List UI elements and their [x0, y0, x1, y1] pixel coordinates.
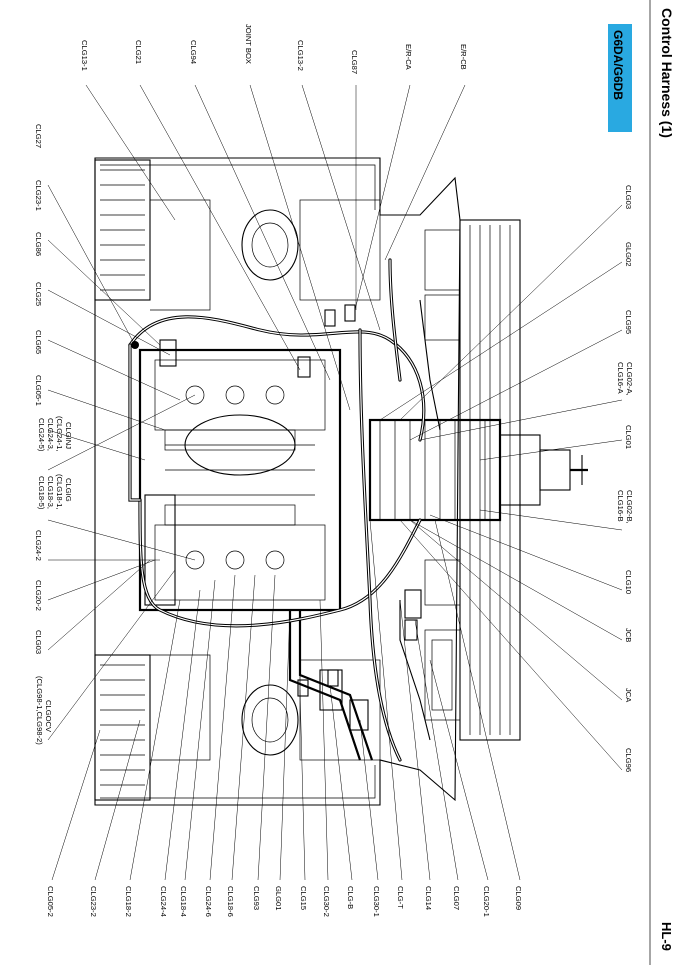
label-clg24-4: CLG24-4 — [159, 886, 168, 917]
label-clg25: CLG25 — [34, 282, 43, 306]
label-clgig: CLGIG — [64, 478, 73, 502]
label-clg02-a: CLG02-A, — [625, 362, 634, 396]
label-clg-t: CLG-T — [396, 886, 405, 909]
label-glg02: GLG02 — [624, 242, 633, 266]
label-clg18-1: (CLG18-1, — [55, 474, 64, 509]
label-clg09: CLG09 — [514, 886, 523, 910]
label-clg16-b: CLG16-B — [616, 490, 625, 522]
label-clg15: CLG15 — [299, 886, 308, 910]
label-clginj: CLGINJ — [64, 422, 73, 449]
label-clg-b: CLG-B — [346, 886, 355, 909]
label-clg05-2: CLG05-2 — [46, 886, 55, 917]
leader-lines — [47, 84, 623, 881]
label-clg21: CLG21 — [134, 40, 143, 64]
label-clg18-3: CLG18-3, — [46, 476, 55, 509]
label-clg24-1: (CLG24-1, — [55, 416, 64, 451]
label-clg18-6: CLG18-6 — [226, 886, 235, 917]
label-clg86: CLG86 — [34, 232, 43, 256]
label-jcb: JCB — [624, 628, 633, 642]
label-clg03-right: CLG03 — [624, 185, 633, 209]
top-labels: CLG13-1 CLG21 CLG94 JOINT BOX CLG13-2 CL… — [80, 24, 468, 74]
label-clg98: (CLG98-1,CLG98-2) — [35, 676, 44, 745]
label-clg13-2: CLG13-2 — [296, 40, 305, 71]
bottom-labels: CLG05-2 CLG23-2 CLG18-2 CLG24-4 CLG18-4 … — [46, 886, 523, 917]
label-clg24-5: CLG24-5) — [37, 418, 46, 452]
label-clg24-2: CLG24-2 — [34, 530, 43, 561]
label-clg23-2: CLG23-2 — [89, 886, 98, 917]
label-clg02-b: CLG02-B, — [625, 490, 634, 524]
label-clg27: CLG27 — [34, 124, 43, 148]
intake-pipe-icon — [288, 610, 374, 761]
label-joint-box: JOINT BOX — [244, 24, 253, 64]
label-clg87: CLG87 — [350, 50, 359, 74]
label-clg01: CLG01 — [624, 425, 633, 449]
label-jca: JCA — [624, 688, 633, 703]
label-clg65: CLG65 — [34, 330, 43, 354]
label-er-ca: E/R-CA — [404, 44, 413, 71]
connector-icons — [131, 304, 422, 697]
label-clg20-2: CLG20-2 — [34, 580, 43, 611]
label-clg05-1: CLG05-1 — [34, 375, 43, 406]
engine-block-icon — [138, 348, 342, 612]
label-clg30-1: CLG30-1 — [372, 886, 381, 917]
label-clg95: CLG95 — [624, 310, 633, 334]
page-number: HL-9 — [659, 922, 674, 951]
label-glg01: GLG01 — [274, 886, 283, 910]
label-clg23-1: CLG23-1 — [34, 180, 43, 211]
label-clg30-2: CLG30-2 — [322, 886, 331, 917]
right-labels: CLG03 GLG02 CLG95 CLG02-A, CLG16-A CLG01… — [616, 185, 634, 772]
label-clg18-2: CLG18-2 — [124, 886, 133, 917]
label-clg18-4: CLG18-4 — [179, 886, 188, 917]
label-clg18-5: CLG18-5) — [37, 476, 46, 510]
radiator-icon — [424, 219, 521, 741]
label-clgocv: CLGOCV — [44, 700, 53, 733]
label-clg16-a: CLG16-A — [616, 362, 625, 395]
label-clg13-1: CLG13-1 — [80, 40, 89, 71]
transaxle-icon — [368, 418, 588, 522]
label-clg24-3: CLG24-3, — [46, 418, 55, 451]
label-clg14: CLG14 — [424, 886, 433, 910]
engine-badge-text: G6DA/G6DB — [611, 30, 625, 100]
firewall-icon — [94, 159, 211, 801]
left-labels: CLG27 CLG23-1 CLG86 CLG25 CLG65 CLG05-1 … — [34, 124, 73, 745]
label-clg03-left: CLG03 — [34, 630, 43, 654]
wiring-harness — [128, 258, 441, 762]
label-er-cb: E/R-CB — [459, 44, 468, 70]
strut-tower-icon — [241, 199, 381, 761]
engine-badge: G6DA/G6DB — [608, 24, 632, 132]
label-clg96: CLG96 — [624, 748, 633, 772]
label-clg24-6: CLG24-6 — [204, 886, 213, 917]
label-clg07: CLG07 — [452, 886, 461, 910]
label-clg10: CLG10 — [624, 570, 633, 594]
engine-bay-drawing — [94, 157, 588, 806]
label-clg20-1: CLG20-1 — [482, 886, 491, 917]
page-title: Control Harness (1) — [659, 8, 675, 138]
label-clg93: CLG93 — [252, 886, 261, 910]
label-clg94: CLG94 — [189, 40, 198, 64]
